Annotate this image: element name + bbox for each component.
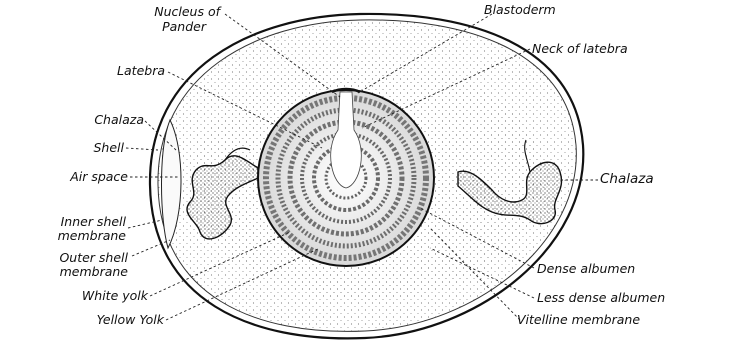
label-neck-of-latebra: Neck of latebra: [532, 42, 628, 55]
label-outer-shell-membrane: Outer shell: [6, 251, 128, 264]
label-vitelline-membrane: Vitelline membrane: [517, 313, 640, 326]
label-less-dense-albumen: Less dense albumen: [537, 291, 665, 304]
label-air-space: Air space: [10, 170, 128, 183]
label-yellow-yolk: Yellow Yolk: [10, 313, 164, 326]
label-outer-shell-membrane-line2: membrane: [6, 265, 128, 278]
label-inner-shell-membrane-line2: membrane: [6, 229, 126, 242]
label-blastoderm: Blastoderm: [484, 3, 556, 16]
label-nucleus-of-pander: Nucleus of: [86, 5, 220, 18]
label-chalaza-left: Chalaza: [20, 113, 144, 126]
label-latebra: Latebra: [40, 64, 165, 77]
label-nucleus-of-pander-line2: Pander: [86, 20, 206, 33]
label-inner-shell-membrane: Inner shell: [6, 215, 126, 228]
label-white-yolk: White yolk: [10, 289, 148, 302]
label-dense-albumen: Dense albumen: [537, 262, 635, 275]
label-shell: Shell: [20, 141, 124, 154]
label-chalaza-right: Chalaza: [600, 173, 654, 186]
